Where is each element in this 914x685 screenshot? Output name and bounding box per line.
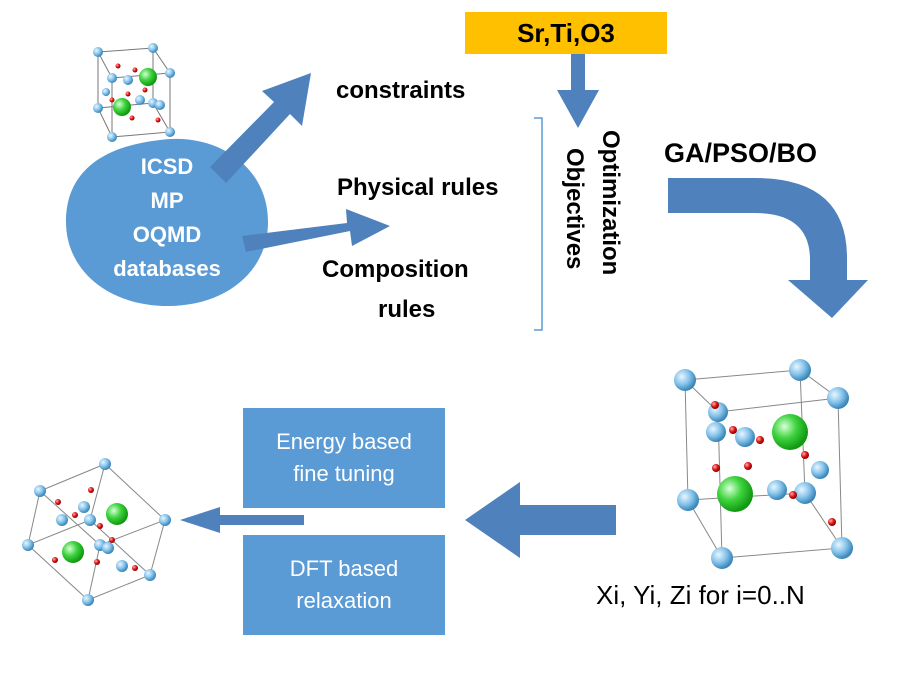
arrow-formula-down [557, 54, 599, 128]
optimization-label: Optimization [597, 130, 624, 276]
arrow-boxes-to-final [180, 507, 304, 533]
dft-box-line-2: relaxation [296, 588, 392, 613]
formula-text: Sr,Ti,O3 [517, 17, 615, 48]
crystal-structure-relaxed [22, 458, 171, 606]
energy-box-line-2: fine tuning [293, 461, 395, 486]
dft-box-line-1: DFT based [289, 556, 399, 581]
database-label: databases [113, 256, 221, 281]
energy-fine-tuning-box: Energy based fine tuning [243, 408, 445, 508]
formula-box: Sr,Ti,O3 [465, 12, 667, 54]
objectives-label: Objectives [561, 148, 588, 270]
crystal-structure-generated [674, 359, 853, 569]
energy-box-line-1: Energy based [276, 429, 412, 454]
curved-arrow-optimizer [668, 178, 868, 318]
composition-rules-label-2: rules [378, 296, 436, 323]
database-oqmd: OQMD [132, 222, 202, 247]
dft-relaxation-box: DFT based relaxation [243, 535, 445, 635]
database-list: ICSD MP OQMD databases [66, 150, 268, 286]
composition-rules-label-1: Composition [322, 256, 469, 283]
arrow-to-rules [242, 209, 390, 252]
database-mp: MP [150, 188, 184, 213]
physical-rules-label: Physical rules [337, 174, 499, 201]
database-icsd: ICSD [140, 154, 194, 179]
database-blob [66, 138, 268, 306]
crystal-structure-input [93, 43, 175, 142]
coordinates-label: Xi, Yi, Zi for i=0..N [596, 580, 805, 610]
algorithms-label: GA/PSO/BO [664, 138, 818, 168]
arrow-to-constraints [210, 73, 311, 183]
constraints-label: constraints [336, 77, 466, 104]
objectives-bracket [534, 117, 543, 331]
arrow-crystal-to-boxes [465, 482, 616, 558]
